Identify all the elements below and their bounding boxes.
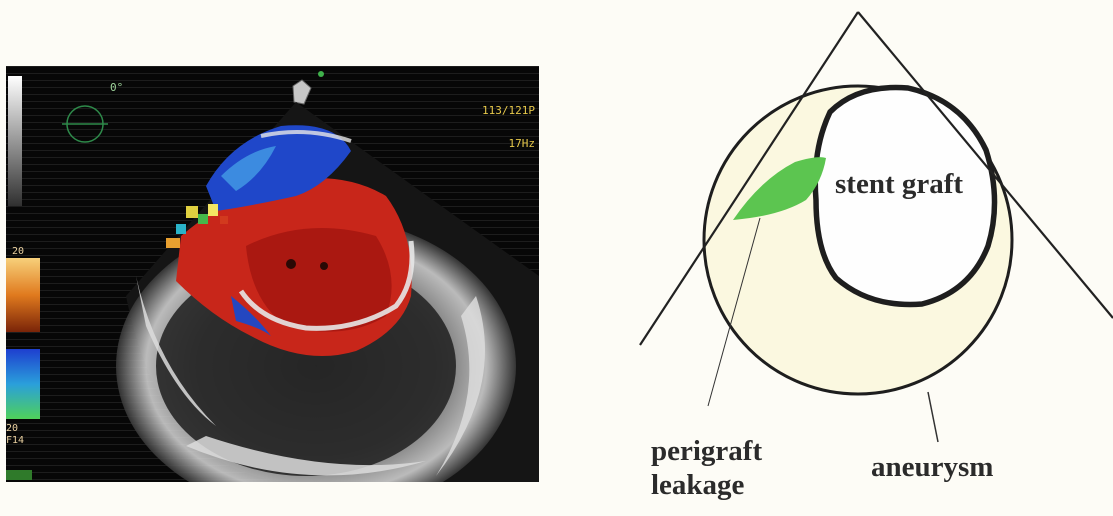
frame-rate: 17Hz [482,138,535,149]
frame-info: 113/121P 17Hz [482,83,535,171]
frequency-label: F14 [6,435,24,446]
aneurysm-label: aneurysm [871,452,993,482]
color-scale-negative [6,349,40,419]
stent-graft-label: stent graft [835,169,963,199]
color-scale-positive [6,258,40,332]
perigraft-label: perigraft [651,436,762,466]
grayscale-bar [8,76,22,206]
scale-min-label: 20 [6,423,36,434]
echo-scan-graphic [6,66,539,482]
echocardiogram-image: 0° 113/121P 17Hz 20 20 F14 [6,66,539,482]
status-box [6,470,32,480]
aneurysm-leader-line [928,392,938,442]
angle-readout: 0° [110,82,123,93]
leakage-label: leakage [651,470,744,500]
frame-count: 113/121P [482,105,535,116]
scale-max-label: 20 [12,246,24,257]
